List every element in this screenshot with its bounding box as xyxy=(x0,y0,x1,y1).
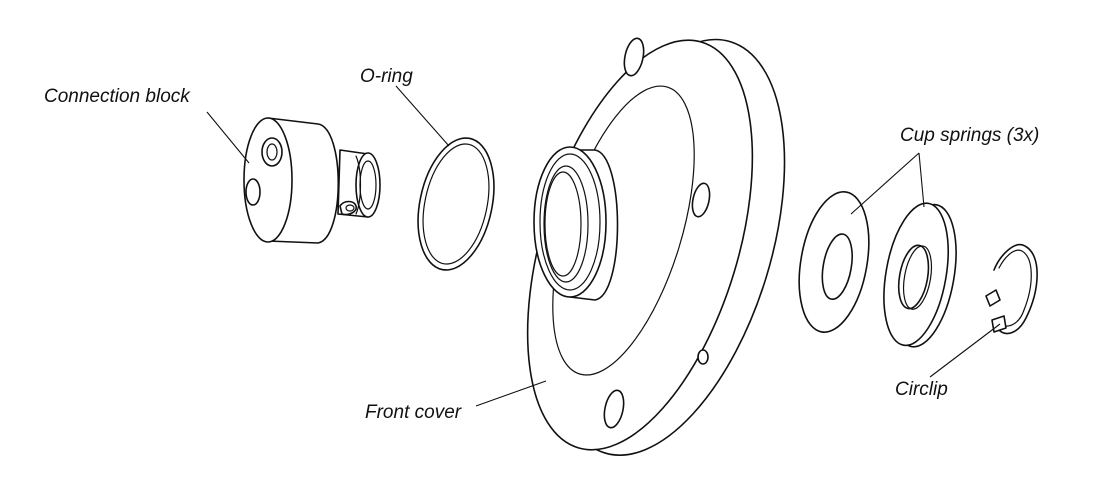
front-cover-label: Front cover xyxy=(365,402,462,423)
o-ring-label: O-ring xyxy=(360,66,413,87)
cup-spring-1 xyxy=(798,191,870,333)
o-ring-leader xyxy=(395,85,450,147)
circlip-part xyxy=(985,243,1038,335)
connection-block-label: Connection block xyxy=(44,86,191,107)
circlip-label: Circlip xyxy=(895,379,948,400)
front-cover-part xyxy=(526,37,786,456)
front-cover-leader xyxy=(475,380,547,407)
cup-springs-label: Cup springs (3x) xyxy=(900,125,1039,146)
cup-springs-leader-2 xyxy=(918,152,925,208)
cup-springs-leader-1 xyxy=(850,152,920,215)
connection-block-leader xyxy=(206,111,250,164)
connection-block-part xyxy=(243,117,381,244)
circlip-leader xyxy=(929,323,1001,378)
cup-spring-2 xyxy=(883,202,957,348)
o-ring-part xyxy=(417,137,495,271)
